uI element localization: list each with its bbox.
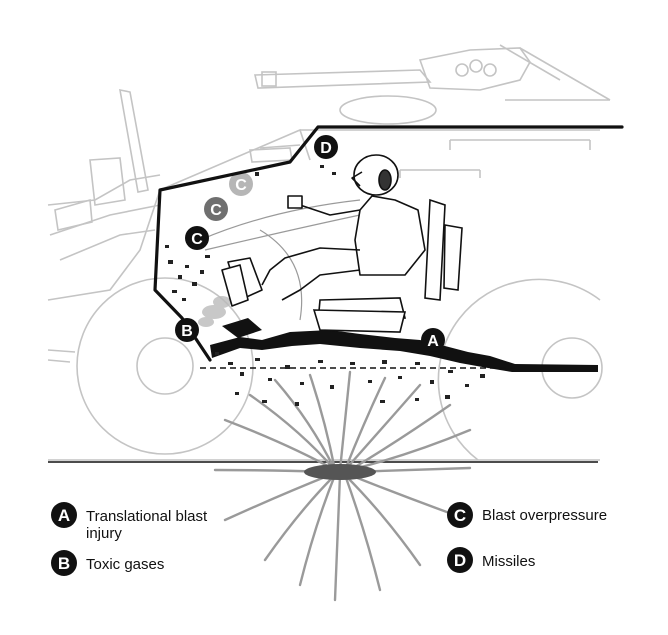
svg-text:C: C <box>235 177 247 194</box>
vehicle-hood <box>47 128 311 301</box>
soldier-figure <box>221 154 426 307</box>
front-wheel <box>76 277 254 455</box>
legend-c-badge: C <box>454 506 466 525</box>
rear-wheel <box>437 278 601 461</box>
roof-gun <box>254 69 432 89</box>
marker-c-faded-2: C <box>229 172 253 196</box>
marker-c: C <box>185 226 209 250</box>
windshield-frame <box>119 88 149 193</box>
legend-a-text-line1: Translational blast <box>86 508 208 525</box>
soldier-hand <box>287 195 303 209</box>
blast-crater <box>304 464 376 480</box>
legend-d-badge: D <box>454 551 466 570</box>
legend-item-a: A Translational blast injury <box>51 502 208 542</box>
soldier-leg-lower <box>281 269 361 301</box>
marker-a: A <box>421 328 445 352</box>
overpressure-waves <box>199 199 361 321</box>
seat-back <box>424 198 446 301</box>
blast-breach <box>222 318 262 338</box>
legend: A Translational blast injury B Toxic gas… <box>51 502 607 576</box>
marker-c-label: C <box>191 231 203 248</box>
legend-a-text-line2: injury <box>86 525 122 542</box>
cabin-outline <box>153 125 624 362</box>
soldier-headset <box>378 169 392 191</box>
svg-text:C: C <box>210 202 222 219</box>
legend-c-text: Blast overpressure <box>482 507 607 524</box>
toxic-gas-smoke <box>198 296 231 327</box>
vehicle-outline <box>47 44 611 461</box>
marker-b: B <box>175 318 199 342</box>
blast-plume <box>213 370 472 602</box>
debris-fragments <box>165 165 485 406</box>
legend-item-c: C Blast overpressure <box>447 502 607 528</box>
legend-item-d: D Missiles <box>447 547 535 573</box>
legend-d-text: Missiles <box>482 553 535 570</box>
legend-b-badge: B <box>58 554 70 573</box>
marker-a-label: A <box>427 333 439 350</box>
front-wheel-hub <box>136 337 194 395</box>
soldier-leg-upper <box>261 247 361 286</box>
turret <box>418 47 531 91</box>
marker-b-label: B <box>181 323 193 340</box>
cabin-floor <box>210 330 598 372</box>
soldier-arm <box>299 204 361 216</box>
cabin-wall <box>153 125 624 362</box>
marker-d: D <box>314 135 338 159</box>
legend-item-b: B Toxic gases <box>51 550 164 576</box>
legend-b-text: Toxic gases <box>86 556 164 573</box>
marker-c-faded-1: C <box>204 197 228 221</box>
seat <box>312 198 463 333</box>
soldier-helmet <box>353 154 399 196</box>
marker-d-label: D <box>320 140 332 157</box>
legend-a-badge: A <box>58 506 70 525</box>
soldier-torso <box>354 195 426 276</box>
hatch-ring <box>339 95 437 125</box>
